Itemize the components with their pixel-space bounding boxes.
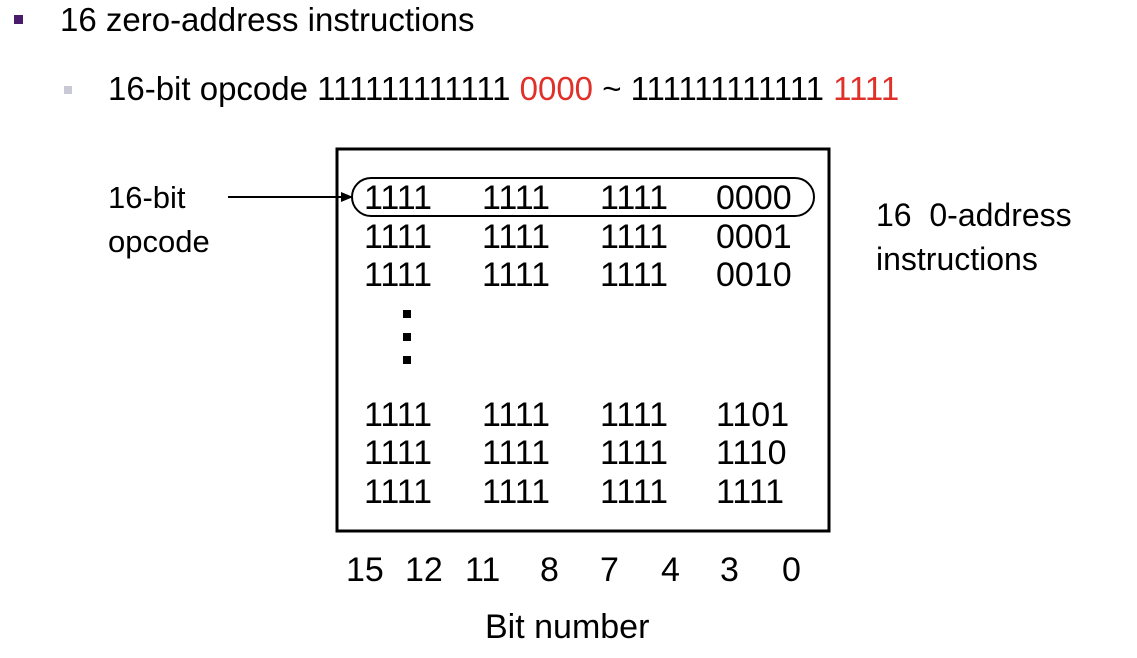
- row-13-col-3: 1101: [716, 396, 789, 434]
- row-0-col-0: 1111: [364, 179, 432, 217]
- row-14-col-1: 1111: [482, 434, 550, 472]
- rows-bottom-group: 1111 1111 1111 1101 1111 1111 1111 1110 …: [364, 396, 789, 511]
- row-13-col-0: 1111: [364, 396, 432, 434]
- row-2-col-1: 1111: [482, 256, 550, 294]
- bullet-marker-level1: [14, 15, 23, 24]
- row-1-col-2: 1111: [600, 218, 668, 256]
- range-separator-text: ~ 111111111111: [593, 70, 834, 107]
- bit-number-11: 11: [465, 551, 500, 589]
- bit-number-title: Bit number: [485, 608, 649, 646]
- rows-top-group: 1111 1111 1111 0000 1111 1111 1111 0001 …: [364, 179, 792, 294]
- opcode-prefix-text: 16-bit opcode 111111111111: [108, 70, 520, 107]
- row-1-col-1: 1111: [482, 218, 550, 256]
- range-end-highlight: 1111: [833, 70, 900, 107]
- row-1-col-0: 1111: [364, 218, 432, 256]
- bit-number-3: 3: [720, 551, 739, 589]
- row-0-col-2: 1111: [600, 179, 668, 217]
- row-0-col-1: 1111: [482, 179, 550, 217]
- row-0-col-3: 0000: [716, 179, 792, 217]
- row-15-col-3: 1111: [716, 473, 784, 511]
- row-14-col-2: 1111: [600, 434, 668, 472]
- row-14-col-0: 1111: [364, 434, 432, 472]
- row-15-col-0: 1111: [364, 473, 432, 511]
- right-label-line1: 16 0-address: [876, 197, 1072, 233]
- bit-number-8: 8: [540, 551, 559, 589]
- pointer-label-line2: opcode: [108, 224, 210, 259]
- range-start-highlight: 0000: [519, 70, 594, 107]
- bullet-marker-level2: [64, 86, 72, 94]
- row-13-col-1: 1111: [482, 396, 550, 434]
- row-15-col-2: 1111: [600, 473, 668, 511]
- bit-number-4: 4: [661, 551, 680, 589]
- bit-number-0: 0: [782, 551, 801, 589]
- row-15-col-1: 1111: [482, 473, 550, 511]
- row-13-col-2: 1111: [600, 396, 668, 434]
- row-2-col-3: 0010: [716, 256, 792, 294]
- row-2-col-0: 1111: [364, 256, 432, 294]
- vertical-ellipsis: [403, 310, 411, 364]
- bit-number-15: 15: [346, 551, 384, 589]
- right-label-line2: instructions: [876, 241, 1038, 277]
- row-1-col-3: 0001: [716, 218, 792, 256]
- bit-number-12: 12: [405, 551, 443, 589]
- pointer-label-line1: 16-bit: [108, 180, 186, 215]
- bullet-level1-text: 16 zero-address instructions: [60, 1, 475, 38]
- bullet-level2-text: 16-bit opcode 111111111111 0000 ~ 111111…: [108, 68, 899, 110]
- row-14-col-3: 1110: [716, 434, 787, 472]
- opcode-table-box: [335, 147, 831, 533]
- bit-number-7: 7: [600, 551, 619, 589]
- bit-number-labels: 15 12 11 8 7 4 3 0: [346, 551, 801, 589]
- row-2-col-2: 1111: [600, 256, 668, 294]
